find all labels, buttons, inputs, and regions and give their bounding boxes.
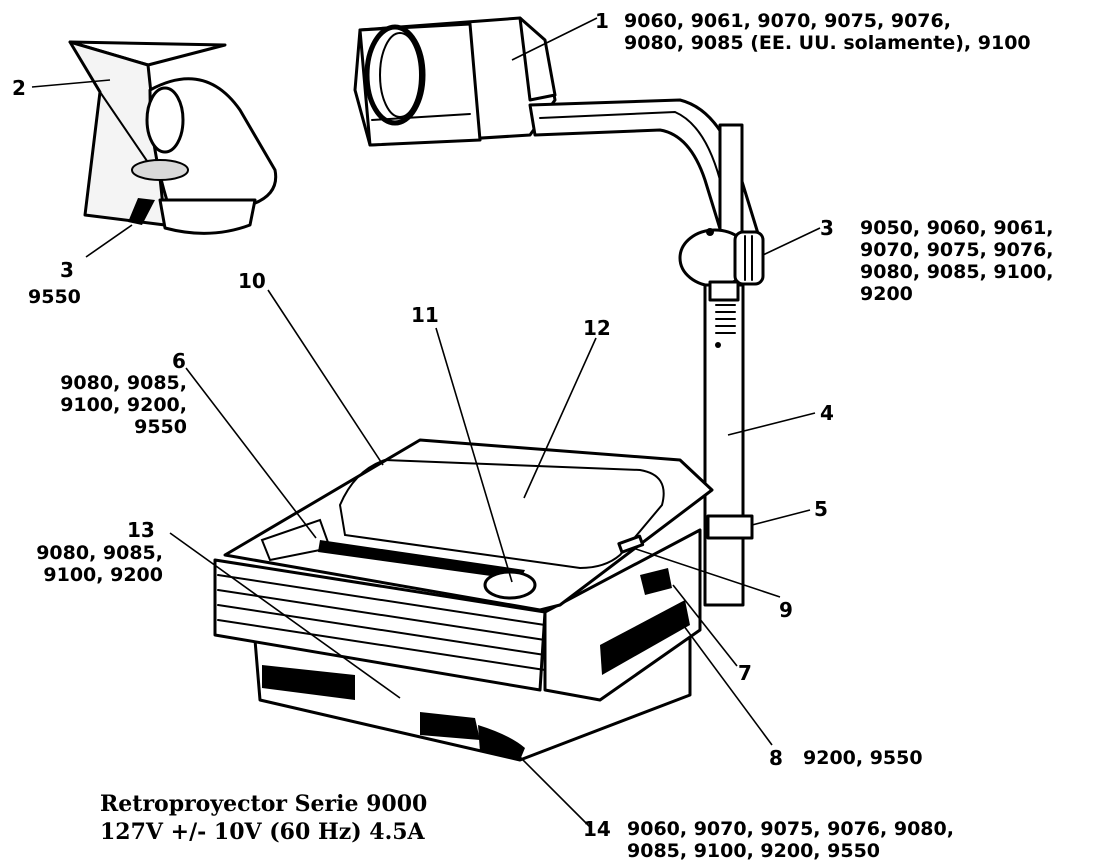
callout-3-left-models: 9550 bbox=[28, 286, 81, 308]
callout-3-right-number: 3 bbox=[820, 216, 834, 240]
callout-1-models: 9060, 9061, 9070, 9075, 9076, 9080, 9085… bbox=[624, 10, 1031, 54]
callout-7-number: 7 bbox=[738, 661, 752, 685]
electrical-rating: 127V +/- 10V (60 Hz) 4.5A bbox=[100, 819, 425, 845]
callout-3-left-number: 3 bbox=[60, 258, 74, 282]
callout-13-models: 9080, 9085, 9100, 9200 bbox=[36, 542, 163, 586]
leader-lines bbox=[31, 17, 821, 828]
callout-4-number: 4 bbox=[820, 401, 834, 425]
projection-head bbox=[353, 16, 557, 147]
callout-6-models: 9080, 9085, 9100, 9200, 9550 bbox=[60, 372, 187, 438]
callout-6-number: 6 bbox=[172, 349, 186, 373]
product-title: Retroproyector Serie 9000 bbox=[100, 791, 428, 817]
callout-5-number: 5 bbox=[814, 497, 828, 521]
callout-11-number: 11 bbox=[411, 303, 439, 327]
projector-arm bbox=[528, 98, 765, 607]
callout-12-number: 12 bbox=[583, 316, 611, 340]
callout-9-number: 9 bbox=[779, 598, 793, 622]
callout-1-number: 1 bbox=[595, 9, 609, 33]
callout-3-right-models: 9050, 9060, 9061, 9070, 9075, 9076, 9080… bbox=[860, 217, 1054, 305]
callout-13-number: 13 bbox=[127, 518, 155, 542]
callout-10-number: 10 bbox=[238, 269, 266, 293]
callout-8-models: 9200, 9550 bbox=[803, 747, 923, 769]
callout-8-number: 8 bbox=[769, 746, 783, 770]
projector-base bbox=[213, 438, 714, 762]
mirror-head-variant bbox=[68, 40, 278, 235]
callout-14-number: 14 bbox=[583, 817, 611, 841]
callout-14-models: 9060, 9070, 9075, 9076, 9080, 9085, 9100… bbox=[627, 818, 954, 862]
callout-2-number: 2 bbox=[12, 76, 26, 100]
